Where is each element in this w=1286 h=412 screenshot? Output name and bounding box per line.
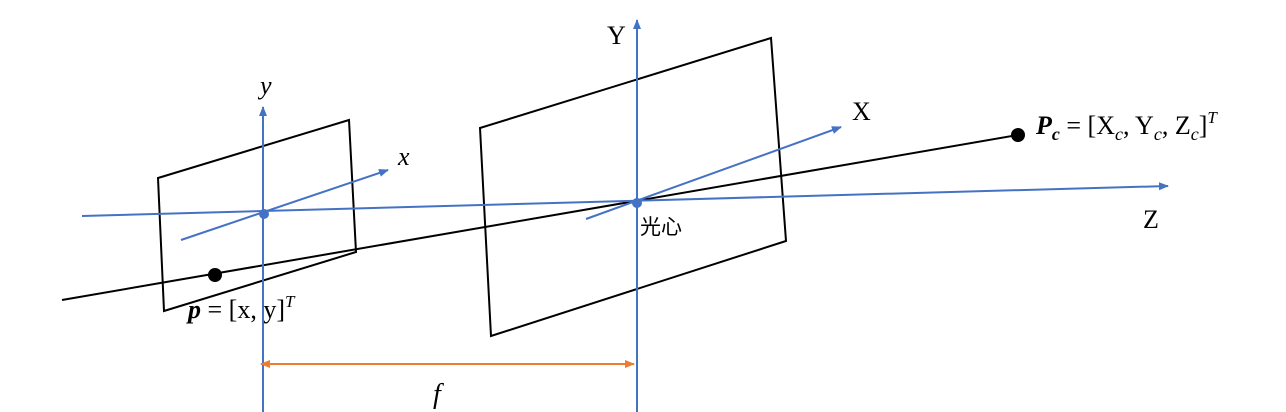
focal-length-label: f: [433, 379, 444, 410]
image-x-axis: [180, 169, 389, 241]
optical-center-point: [632, 198, 642, 208]
camera-plane: [478, 36, 788, 338]
image-y-label: y: [257, 71, 272, 100]
optical-center-label: 光心: [640, 215, 682, 239]
principal-point: [259, 209, 269, 219]
world-x-axis: [585, 126, 842, 220]
world-x-label: X: [852, 97, 871, 126]
image-point-equation: p = [x, y]T: [186, 292, 296, 324]
world-point-equation: Pc = [Xc, Yc, Zc]T: [1035, 108, 1218, 144]
world-point-pc: [1011, 128, 1025, 142]
world-z-label: Z: [1143, 205, 1159, 234]
image-x-label: x: [397, 142, 410, 171]
image-point-p: [208, 268, 222, 282]
world-y-label: Y: [607, 21, 626, 50]
image-plane: [156, 118, 358, 313]
projection-ray: [61, 134, 1019, 301]
optical-axis-z: [81, 182, 1169, 217]
